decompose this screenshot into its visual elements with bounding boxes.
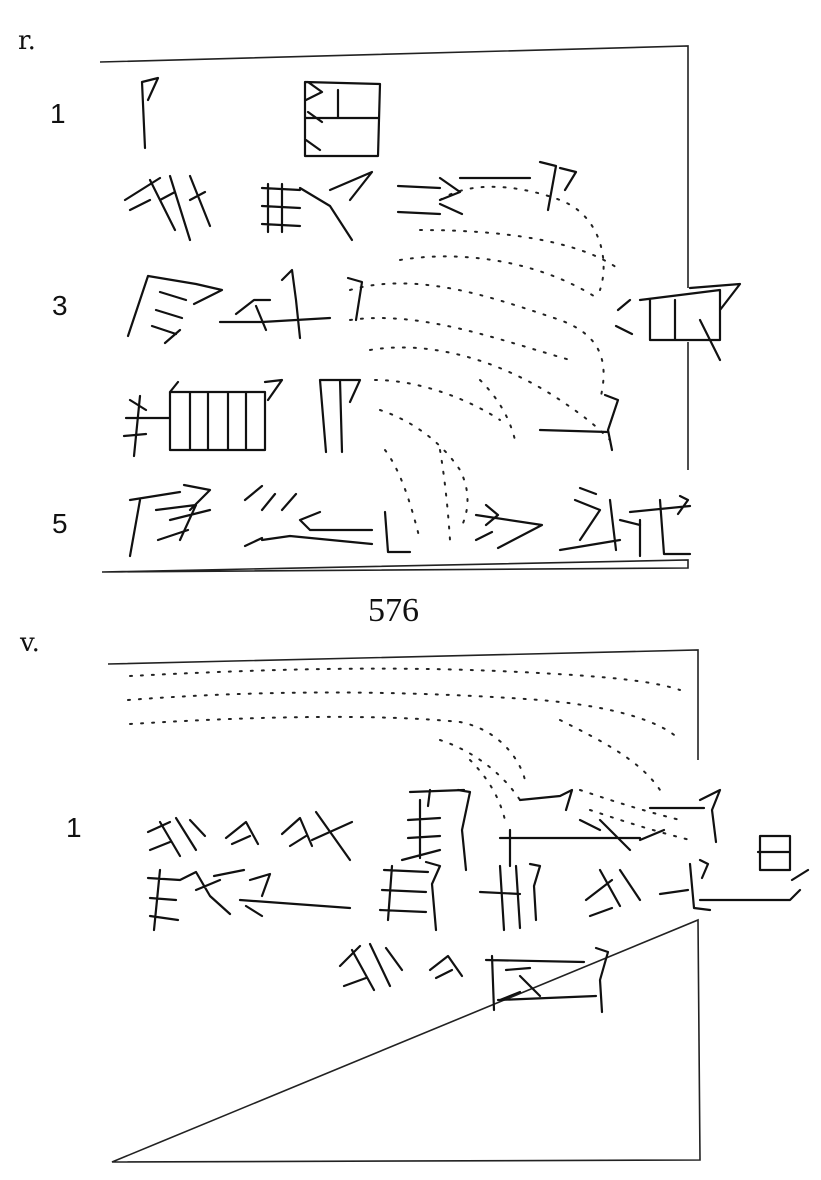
reverse-frame xyxy=(107,649,701,1163)
obverse-line-4-signs xyxy=(122,378,620,458)
obverse-line-number-5: 5 xyxy=(52,508,68,539)
obverse-line-1-signs xyxy=(140,76,382,158)
obverse-line-2-signs xyxy=(123,160,578,242)
obverse-line-number-1: 1 xyxy=(50,98,66,129)
reverse-damaged-area xyxy=(127,667,691,841)
obverse-line-number-3: 3 xyxy=(52,290,68,321)
reverse-line-1-signs xyxy=(146,788,722,872)
obverse-line-3-signs xyxy=(126,268,742,362)
obverse-frame xyxy=(99,45,689,573)
reverse-line-3-signs xyxy=(338,942,610,1014)
obverse-line-5-signs xyxy=(128,483,692,558)
reverse-line-2-signs xyxy=(146,834,810,932)
reverse-line-number-1: 1 xyxy=(66,812,82,843)
reverse-label: v. xyxy=(20,628,40,658)
obverse-label: r. xyxy=(18,26,36,56)
figure-number: 576 xyxy=(368,592,419,629)
obverse-damaged-area xyxy=(349,185,621,541)
